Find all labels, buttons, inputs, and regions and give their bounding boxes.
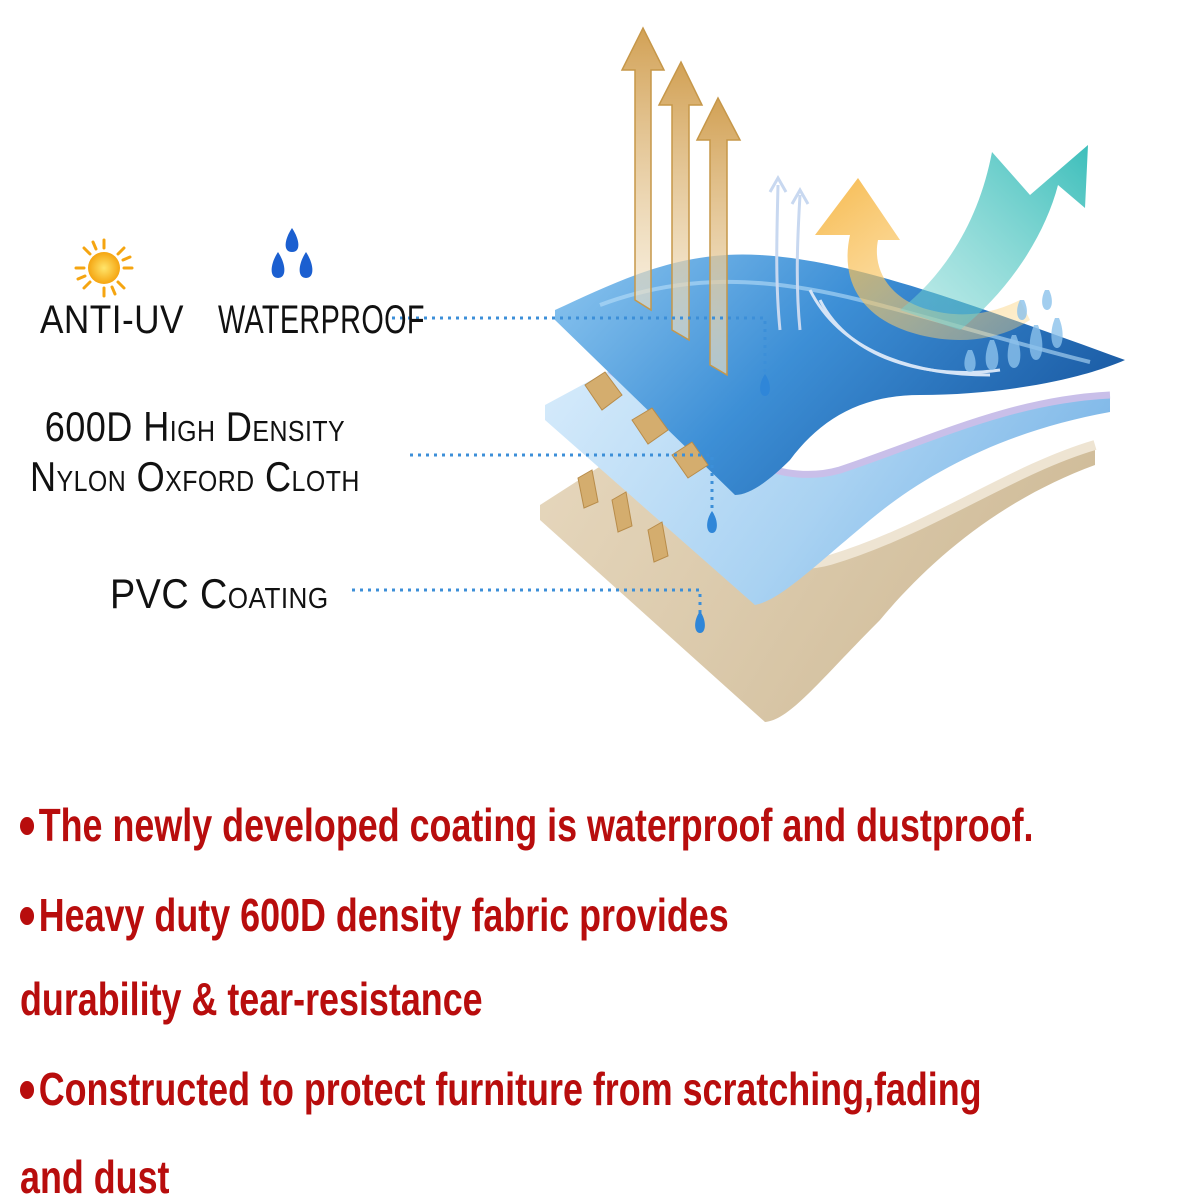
nylon-label-line2: Nylon Oxford Cloth [30,453,360,500]
anti-uv-label: ANTI-UV [40,298,184,342]
breathable-arrows [620,26,742,377]
bullet-durability-continued: durability & tear-resistance [20,972,483,1026]
bullet-durability: Heavy duty 600D density fabric provides [20,888,729,942]
bullet-text: Constructed to protect furniture from sc… [38,1063,982,1115]
water-drops-icon [271,228,313,278]
nylon-layer-label: 600D High Density Nylon Oxford Cloth [30,402,360,502]
uv-deflect-arrow [815,178,1030,340]
bullet-dot [20,816,35,835]
leader-dots [695,374,770,633]
waterproof-label: WATERPROOF [218,298,425,342]
bullet-protection-continued: and dust [20,1150,170,1204]
fabric-layer-diagram [74,26,1125,722]
airflow-arrows [768,174,1001,377]
bullet-text: Heavy duty 600D density fabric provides [38,889,729,941]
bullet-text: The newly developed coating is waterproo… [38,799,1034,851]
bullet-text: and dust [20,1151,170,1203]
bullet-text: durability & tear-resistance [20,973,483,1025]
water-droplets [964,290,1063,372]
bullet-dot [20,1080,35,1099]
bullet-protection: Constructed to protect furniture from sc… [20,1062,982,1116]
fiber-blocks [577,371,709,563]
pvc-coating-label: PVC Coating [110,570,329,617]
nylon-label-line1: 600D High Density [44,403,346,450]
feature-bullets: The newly developed coating is waterproo… [0,780,1200,1203]
bullet-waterproof: The newly developed coating is waterproo… [20,798,1034,852]
sun-icon [74,238,134,298]
water-deflect-arrow [900,145,1088,330]
bullet-dot [20,906,35,925]
